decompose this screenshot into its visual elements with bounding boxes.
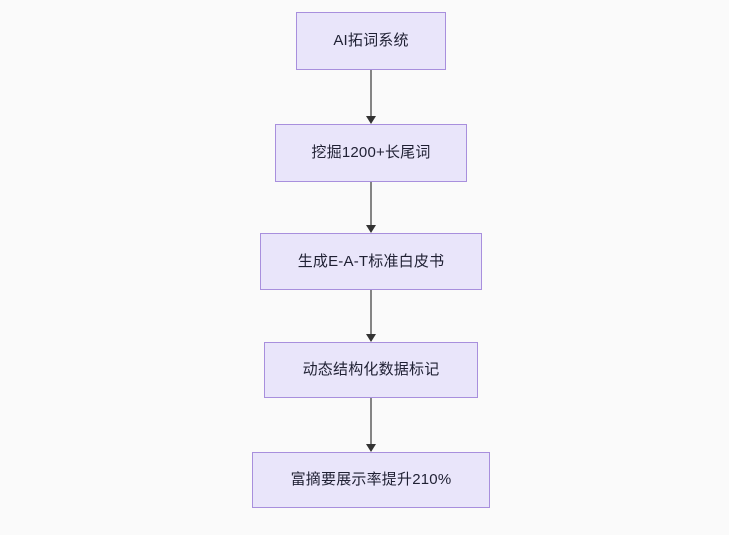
edge-node-1-to-node-2 [366,70,376,124]
flowchart-node-label: 富摘要展示率提升210% [290,471,452,488]
edge-line [370,182,372,226]
arrow-head-icon [366,225,376,233]
flowchart-node-4[interactable]: 动态结构化数据标记 [264,342,478,398]
arrow-head-icon [366,116,376,124]
arrow-head-icon [366,444,376,452]
edge-line [370,398,372,445]
flowchart-node-label: 生成E-A-T标准白皮书 [297,252,445,270]
flowchart-node-label: 动态结构化数据标记 [302,361,440,378]
edge-node-4-to-node-5 [366,398,376,452]
edge-line [370,70,372,117]
edge-node-3-to-node-4 [366,290,376,342]
edge-node-2-to-node-3 [366,182,376,233]
flowchart-node-label: AI拓词系统 [333,32,409,49]
flowchart-node-3[interactable]: 生成E-A-T标准白皮书 [260,233,482,290]
flowchart-node-1[interactable]: AI拓词系统 [296,12,446,70]
edge-line [370,290,372,335]
flowchart-node-5[interactable]: 富摘要展示率提升210% [252,452,490,508]
flowchart-node-2[interactable]: 挖掘1200+长尾词 [275,124,467,182]
arrow-head-icon [366,334,376,342]
flowchart-node-label: 挖掘1200+长尾词 [311,144,431,161]
